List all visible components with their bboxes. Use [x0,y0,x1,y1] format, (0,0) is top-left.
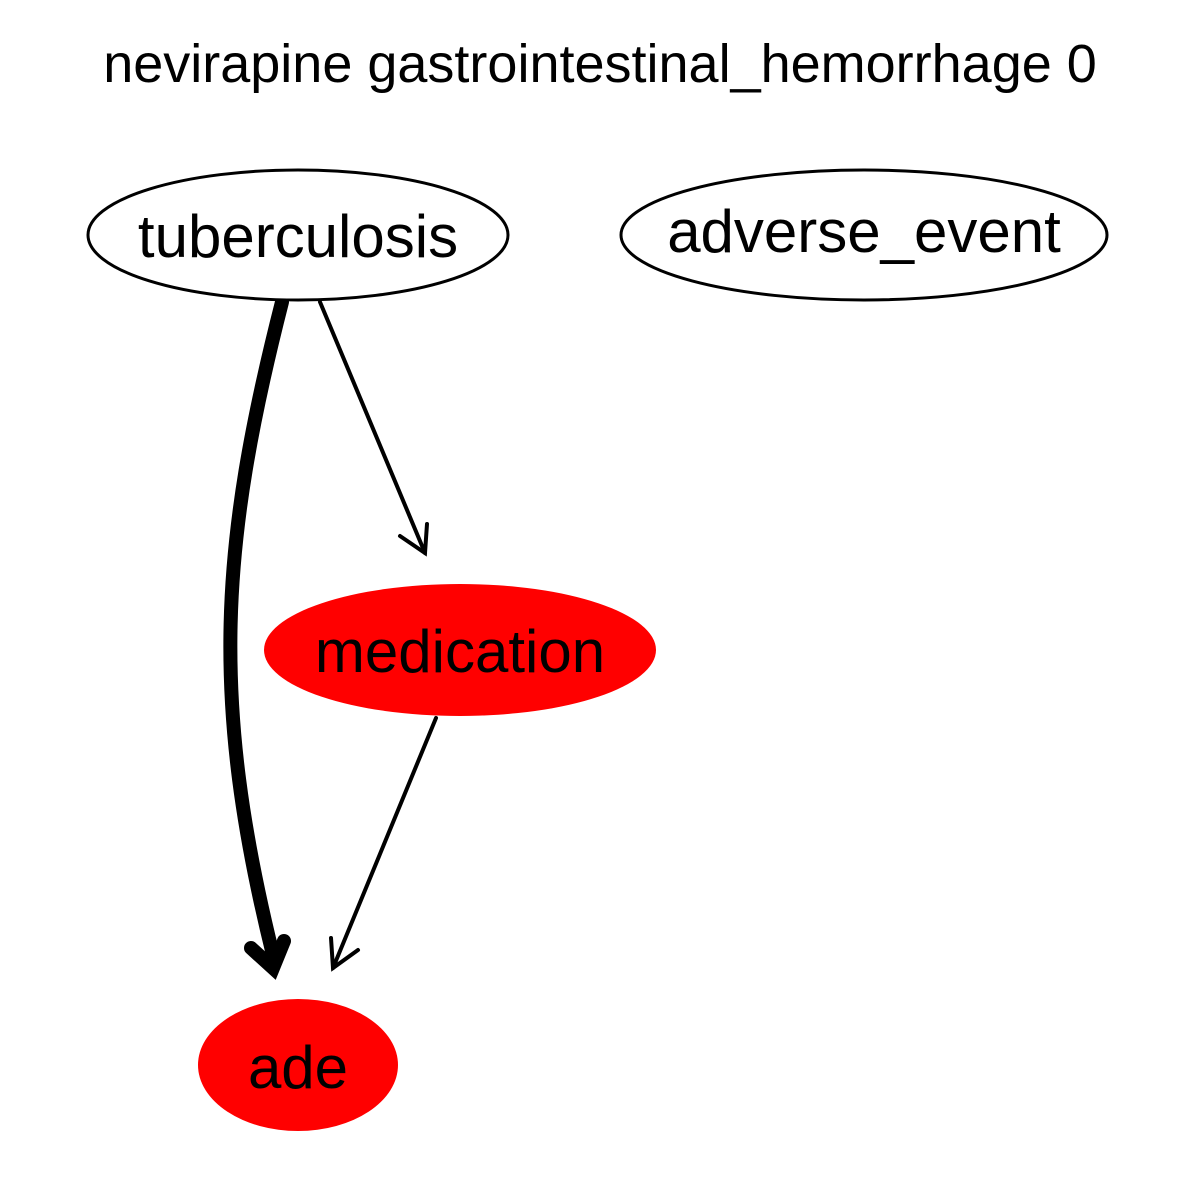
node-label: tuberculosis [138,203,458,270]
edge-line [318,300,427,555]
node-tuberculosis: tuberculosis [86,168,510,302]
node-shape [619,168,1109,302]
edge-medication-ade [329,716,438,972]
node-ade: ade [198,999,398,1131]
node-label: adverse_event [667,198,1061,265]
node-adverse-event: adverse_event [619,168,1109,302]
node-shape [198,999,398,1131]
node-medication: medication [264,584,656,716]
arrow-head [244,934,291,980]
graph-title: nevirapine gastrointestinal_hemorrhage 0 [103,34,1097,94]
node-shape [86,168,510,302]
edge-tuberculosis-medication [318,300,429,557]
node-label: medication [315,618,605,685]
arrow-head [398,522,429,557]
node-label: ade [248,1034,348,1101]
edge-tuberculosis-ade [223,295,291,980]
arrow-head [329,936,360,972]
node-shape [264,584,656,716]
edge-line [331,716,438,970]
edge-line [223,295,289,962]
